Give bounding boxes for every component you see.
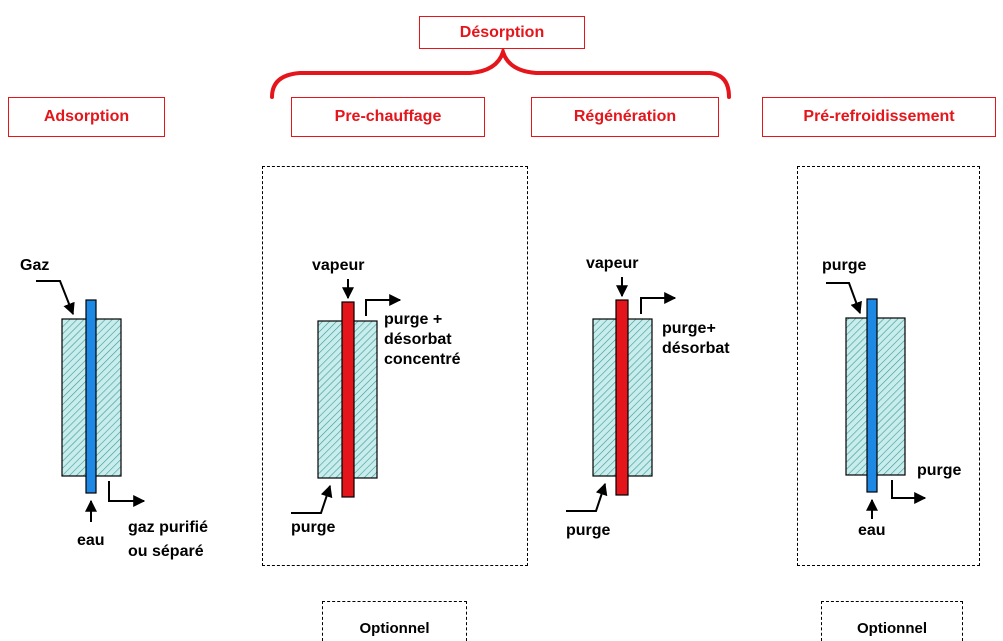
adsorption-outlet-arrow — [108, 481, 146, 507]
adsorption-outlet-label: gaz purifié ou séparé — [128, 516, 208, 564]
adsorption-inlet-top-label: Gaz — [20, 257, 50, 274]
prerefroidissement-outlet-arrow — [891, 480, 927, 504]
regeneration-inlet-top-label: vapeur — [586, 255, 639, 272]
prechauffage-heating-tube — [341, 301, 355, 498]
prerefroidissement-column — [826, 282, 927, 519]
adsorption-outlet-line1: gaz purifié — [128, 519, 209, 536]
prechauffage-outlet-line2: désorbat — [384, 331, 452, 348]
adsorption-inlet-bottom-label: eau — [77, 532, 105, 549]
adsorption-column — [36, 280, 146, 522]
prechauffage-inlet-bottom-label: purge — [291, 519, 336, 536]
prechauffage-inlet-top-label: vapeur — [312, 257, 365, 274]
prechauffage-purge-inlet-arrow — [291, 484, 333, 514]
regeneration-outlet-label: purge+ désorbat — [662, 319, 730, 359]
prerefroidissement-cooling-tube — [866, 298, 878, 493]
prechauffage-outlet-label: purge + désorbat concentré — [384, 310, 460, 370]
prechauffage-outlet-arrow — [365, 294, 402, 316]
desorption-group-label: Désorption — [419, 16, 585, 49]
prerefroidissement-purge-inlet-arrow — [826, 282, 862, 315]
stage-prechauffage: Pre-chauffage — [291, 97, 485, 137]
regeneration-heating-tube — [615, 299, 629, 496]
regeneration-purge-inlet-arrow — [566, 482, 608, 512]
prerefroidissement-outlet-label: purge — [917, 462, 962, 479]
regeneration-column — [566, 277, 677, 512]
prerefroidissement-inlet-bottom-label: eau — [858, 522, 886, 539]
regeneration-outlet-arrow — [640, 292, 677, 314]
prerefroidissement-optional-frame — [797, 166, 980, 566]
optional-tag-right: Optionnel — [821, 601, 963, 641]
prechauffage-outlet-line3: concentré — [384, 351, 461, 368]
prerefroidissement-inlet-top-label: purge — [822, 257, 867, 274]
regeneration-outlet-line1: purge+ — [662, 320, 716, 337]
regeneration-outlet-line2: désorbat — [662, 340, 730, 357]
process-diagram-graphics — [36, 45, 927, 522]
regeneration-inlet-bottom-label: purge — [566, 522, 611, 539]
optional-tag-left: Optionnel — [322, 601, 467, 641]
adsorption-gas-inlet-arrow — [36, 280, 75, 316]
desorption-brace — [270, 45, 731, 99]
prechauffage-optional-frame — [262, 166, 528, 566]
stage-regeneration: Régénération — [531, 97, 719, 137]
adsorption-outlet-line2: ou séparé — [128, 543, 204, 560]
prechauffage-outlet-line1: purge + — [384, 311, 443, 328]
stage-prerefroidissement: Pré-refroidissement — [762, 97, 996, 137]
stage-adsorption: Adsorption — [8, 97, 165, 137]
adsorption-cooling-tube — [85, 299, 97, 494]
prechauffage-column — [291, 279, 402, 514]
